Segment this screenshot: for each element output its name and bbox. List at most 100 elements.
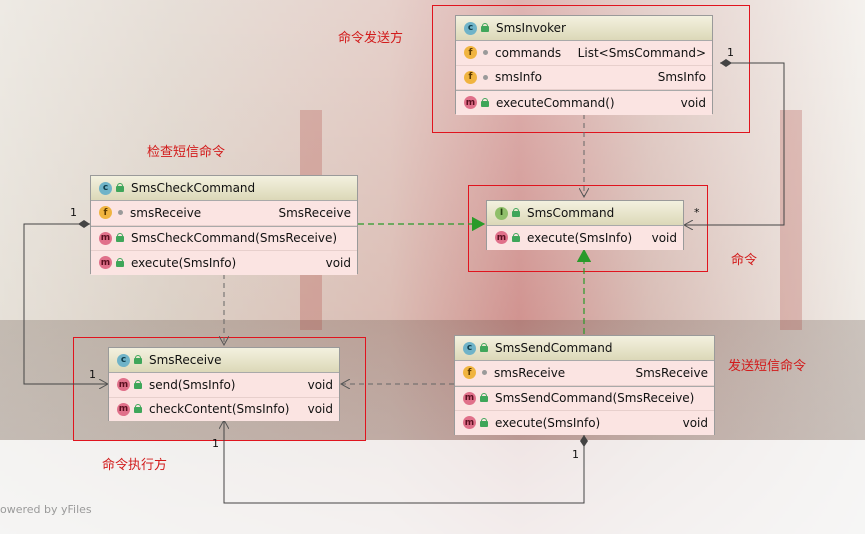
class-name: SmsReceive (149, 353, 222, 367)
member-name: executeCommand() (496, 95, 615, 110)
class-header: I SmsCommand (487, 201, 683, 226)
public-lock-icon (479, 343, 489, 353)
field-icon: f (99, 206, 112, 220)
multiplicity-label: 1 (572, 448, 579, 461)
member-type: void (651, 230, 677, 245)
command-annotation: 命令 (731, 253, 758, 268)
receiver-annotation: 命令执行方 (102, 458, 168, 473)
member-name: smsReceive (494, 365, 566, 380)
member-type: void (307, 402, 333, 417)
method-row[interactable]: m execute(SmsInfo) void (455, 411, 714, 435)
method-icon: m (99, 256, 112, 270)
invoker-commands-association (684, 63, 785, 225)
sender-highlight-box (432, 5, 750, 133)
class-header: c SmsCheckCommand (91, 176, 357, 201)
field-row[interactable]: f commands List<SmsCommand> (456, 41, 712, 66)
member-name: execute(SmsInfo) (495, 415, 601, 430)
check-receive-association (23, 224, 108, 384)
background-floor (0, 440, 865, 534)
member-name: execute(SmsInfo) (527, 230, 633, 245)
method-row[interactable]: m execute(SmsInfo) void (91, 251, 357, 275)
check-command-annotation: 检查短信命令 (147, 145, 226, 160)
method-row[interactable]: m checkContent(SmsInfo) void (109, 397, 339, 421)
method-row[interactable]: m SmsCheckCommand(SmsReceive) (91, 225, 357, 251)
interface-sms-command[interactable]: I SmsCommand m execute(SmsInfo) void (486, 200, 684, 250)
class-sms-invoker[interactable]: c SmsInvoker f commands List<SmsCommand>… (455, 15, 713, 115)
public-lock-icon (480, 23, 490, 33)
multiplicity-label: * (694, 206, 700, 219)
multiplicity-label: 1 (70, 206, 77, 219)
class-sms-receive[interactable]: c SmsReceive m send(SmsInfo) void m chec… (108, 347, 340, 421)
public-lock-icon (133, 355, 143, 365)
method-row[interactable]: m send(SmsInfo) void (109, 373, 339, 398)
method-icon: m (117, 402, 130, 416)
member-name: execute(SmsInfo) (131, 255, 237, 270)
multiplicity-label: 1 (212, 437, 219, 450)
field-row[interactable]: f smsReceive SmsReceive (91, 201, 357, 226)
private-dot-icon (118, 210, 123, 216)
member-type: void (682, 415, 708, 430)
public-lock-icon (115, 183, 125, 193)
class-header: c SmsSendCommand (455, 336, 714, 361)
member-type: SmsReceive (635, 365, 708, 380)
member-type: SmsInfo (657, 70, 706, 85)
member-name: smsInfo (495, 70, 542, 85)
member-name: send(SmsInfo) (149, 377, 236, 392)
public-lock-icon (115, 233, 125, 243)
method-icon: m (495, 231, 508, 245)
background-pillar (780, 110, 802, 330)
class-name: SmsCommand (527, 206, 615, 220)
class-name: SmsCheckCommand (131, 181, 256, 195)
field-icon: f (464, 46, 477, 60)
member-name: smsReceive (130, 205, 202, 220)
member-name: SmsCheckCommand(SmsReceive) (131, 231, 338, 246)
member-type: SmsReceive (278, 205, 351, 220)
class-icon: c (99, 181, 112, 195)
field-row[interactable]: f smsReceive SmsReceive (455, 361, 714, 386)
method-icon: m (463, 416, 476, 430)
public-lock-icon (115, 257, 125, 268)
class-icon: c (464, 21, 477, 35)
class-icon: c (117, 353, 130, 367)
public-lock-icon (479, 417, 489, 428)
private-dot-icon (483, 50, 488, 56)
interface-icon: I (495, 206, 508, 220)
multiplicity-label: 1 (89, 368, 96, 381)
field-row[interactable]: f smsInfo SmsInfo (456, 65, 712, 90)
public-lock-icon (480, 97, 490, 108)
class-sms-check-command[interactable]: c SmsCheckCommand f smsReceive SmsReceiv… (90, 175, 358, 275)
member-type: void (680, 95, 706, 110)
send-command-annotation: 发送短信命令 (728, 359, 807, 374)
method-row[interactable]: m execute(SmsInfo) void (487, 226, 683, 250)
public-lock-icon (133, 404, 143, 414)
method-icon: m (463, 391, 476, 405)
member-name: SmsSendCommand(SmsReceive) (495, 391, 695, 406)
field-icon: f (464, 70, 477, 84)
method-icon: m (99, 231, 112, 245)
class-name: SmsInvoker (496, 21, 566, 35)
member-name: checkContent(SmsInfo) (149, 402, 290, 417)
class-header: c SmsReceive (109, 348, 339, 373)
member-type: List<SmsCommand> (577, 45, 706, 60)
member-type: void (307, 377, 333, 392)
send-receive-association (224, 420, 584, 504)
method-icon: m (117, 378, 130, 392)
public-lock-icon (133, 379, 143, 390)
watermark: owered by yFiles (0, 503, 92, 516)
member-name: commands (495, 45, 562, 60)
public-lock-icon (479, 393, 489, 403)
private-dot-icon (482, 370, 487, 376)
member-type: void (325, 255, 351, 270)
class-name: SmsSendCommand (495, 341, 613, 355)
method-row[interactable]: m executeCommand() void (456, 90, 712, 115)
class-header: c SmsInvoker (456, 16, 712, 41)
class-sms-send-command[interactable]: c SmsSendCommand f smsReceive SmsReceive… (454, 335, 715, 435)
method-icon: m (464, 96, 477, 110)
public-lock-icon (511, 232, 521, 243)
sender-annotation: 命令发送方 (338, 31, 404, 46)
method-row[interactable]: m SmsSendCommand(SmsReceive) (455, 385, 714, 411)
class-icon: c (463, 341, 476, 355)
field-icon: f (463, 366, 476, 380)
public-lock-icon (511, 208, 521, 218)
